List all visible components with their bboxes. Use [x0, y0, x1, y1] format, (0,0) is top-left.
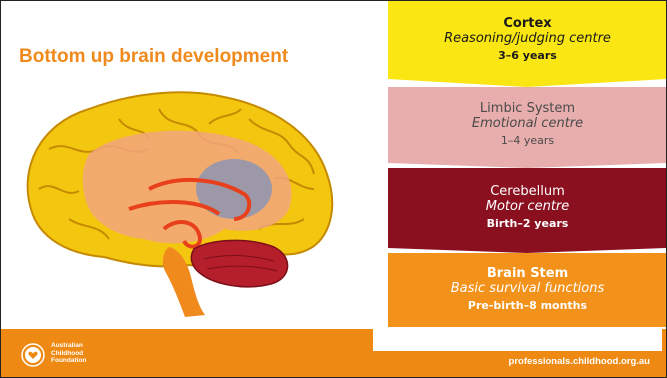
band-cortex: Cortex Reasoning/judging centre 3–6 year…: [388, 1, 667, 79]
limbic-role: Emotional centre: [472, 116, 583, 132]
cortex-age: 3–6 years: [498, 47, 557, 65]
limbic-name: Limbic System: [480, 101, 575, 116]
cortex-role: Reasoning/judging centre: [444, 31, 611, 47]
development-stack: Cortex Reasoning/judging centre 3–6 year…: [386, 1, 667, 331]
footer-white-strip: [373, 329, 662, 351]
cerebellum-role: Motor centre: [486, 199, 570, 215]
cerebellum-age: Birth–2 years: [487, 215, 569, 233]
website-url[interactable]: professionals.childhood.org.au: [509, 356, 650, 367]
band-brainstem: Brain Stem Basic survival functions Pre-…: [388, 253, 667, 327]
cortex-name: Cortex: [503, 16, 551, 31]
band-cerebellum: Cerebellum Motor centre Birth–2 years: [388, 168, 667, 248]
limbic-age: 1–4 years: [501, 132, 554, 150]
band-limbic: Limbic System Emotional centre 1–4 years: [388, 87, 667, 163]
footer-bar: Australian Childhood Foundation professi…: [1, 329, 667, 378]
cerebellum-name: Cerebellum: [490, 184, 565, 199]
logo-line-2: Childhood: [51, 350, 86, 358]
logo-line-3: Foundation: [51, 357, 86, 365]
brainstem-age: Pre-birth–8 months: [468, 297, 587, 315]
slide-title: Bottom up brain development: [19, 46, 288, 68]
brainstem-name: Brain Stem: [487, 266, 568, 281]
brainstem-role: Basic survival functions: [451, 281, 605, 297]
logo-line-1: Australian: [51, 342, 86, 350]
cerebellum-region: [191, 240, 287, 286]
foundation-logo-text: Australian Childhood Foundation: [51, 342, 86, 365]
arrow-cortex: [388, 79, 667, 87]
heart-logo-icon: [21, 343, 45, 367]
brain-illustration: [9, 79, 369, 319]
